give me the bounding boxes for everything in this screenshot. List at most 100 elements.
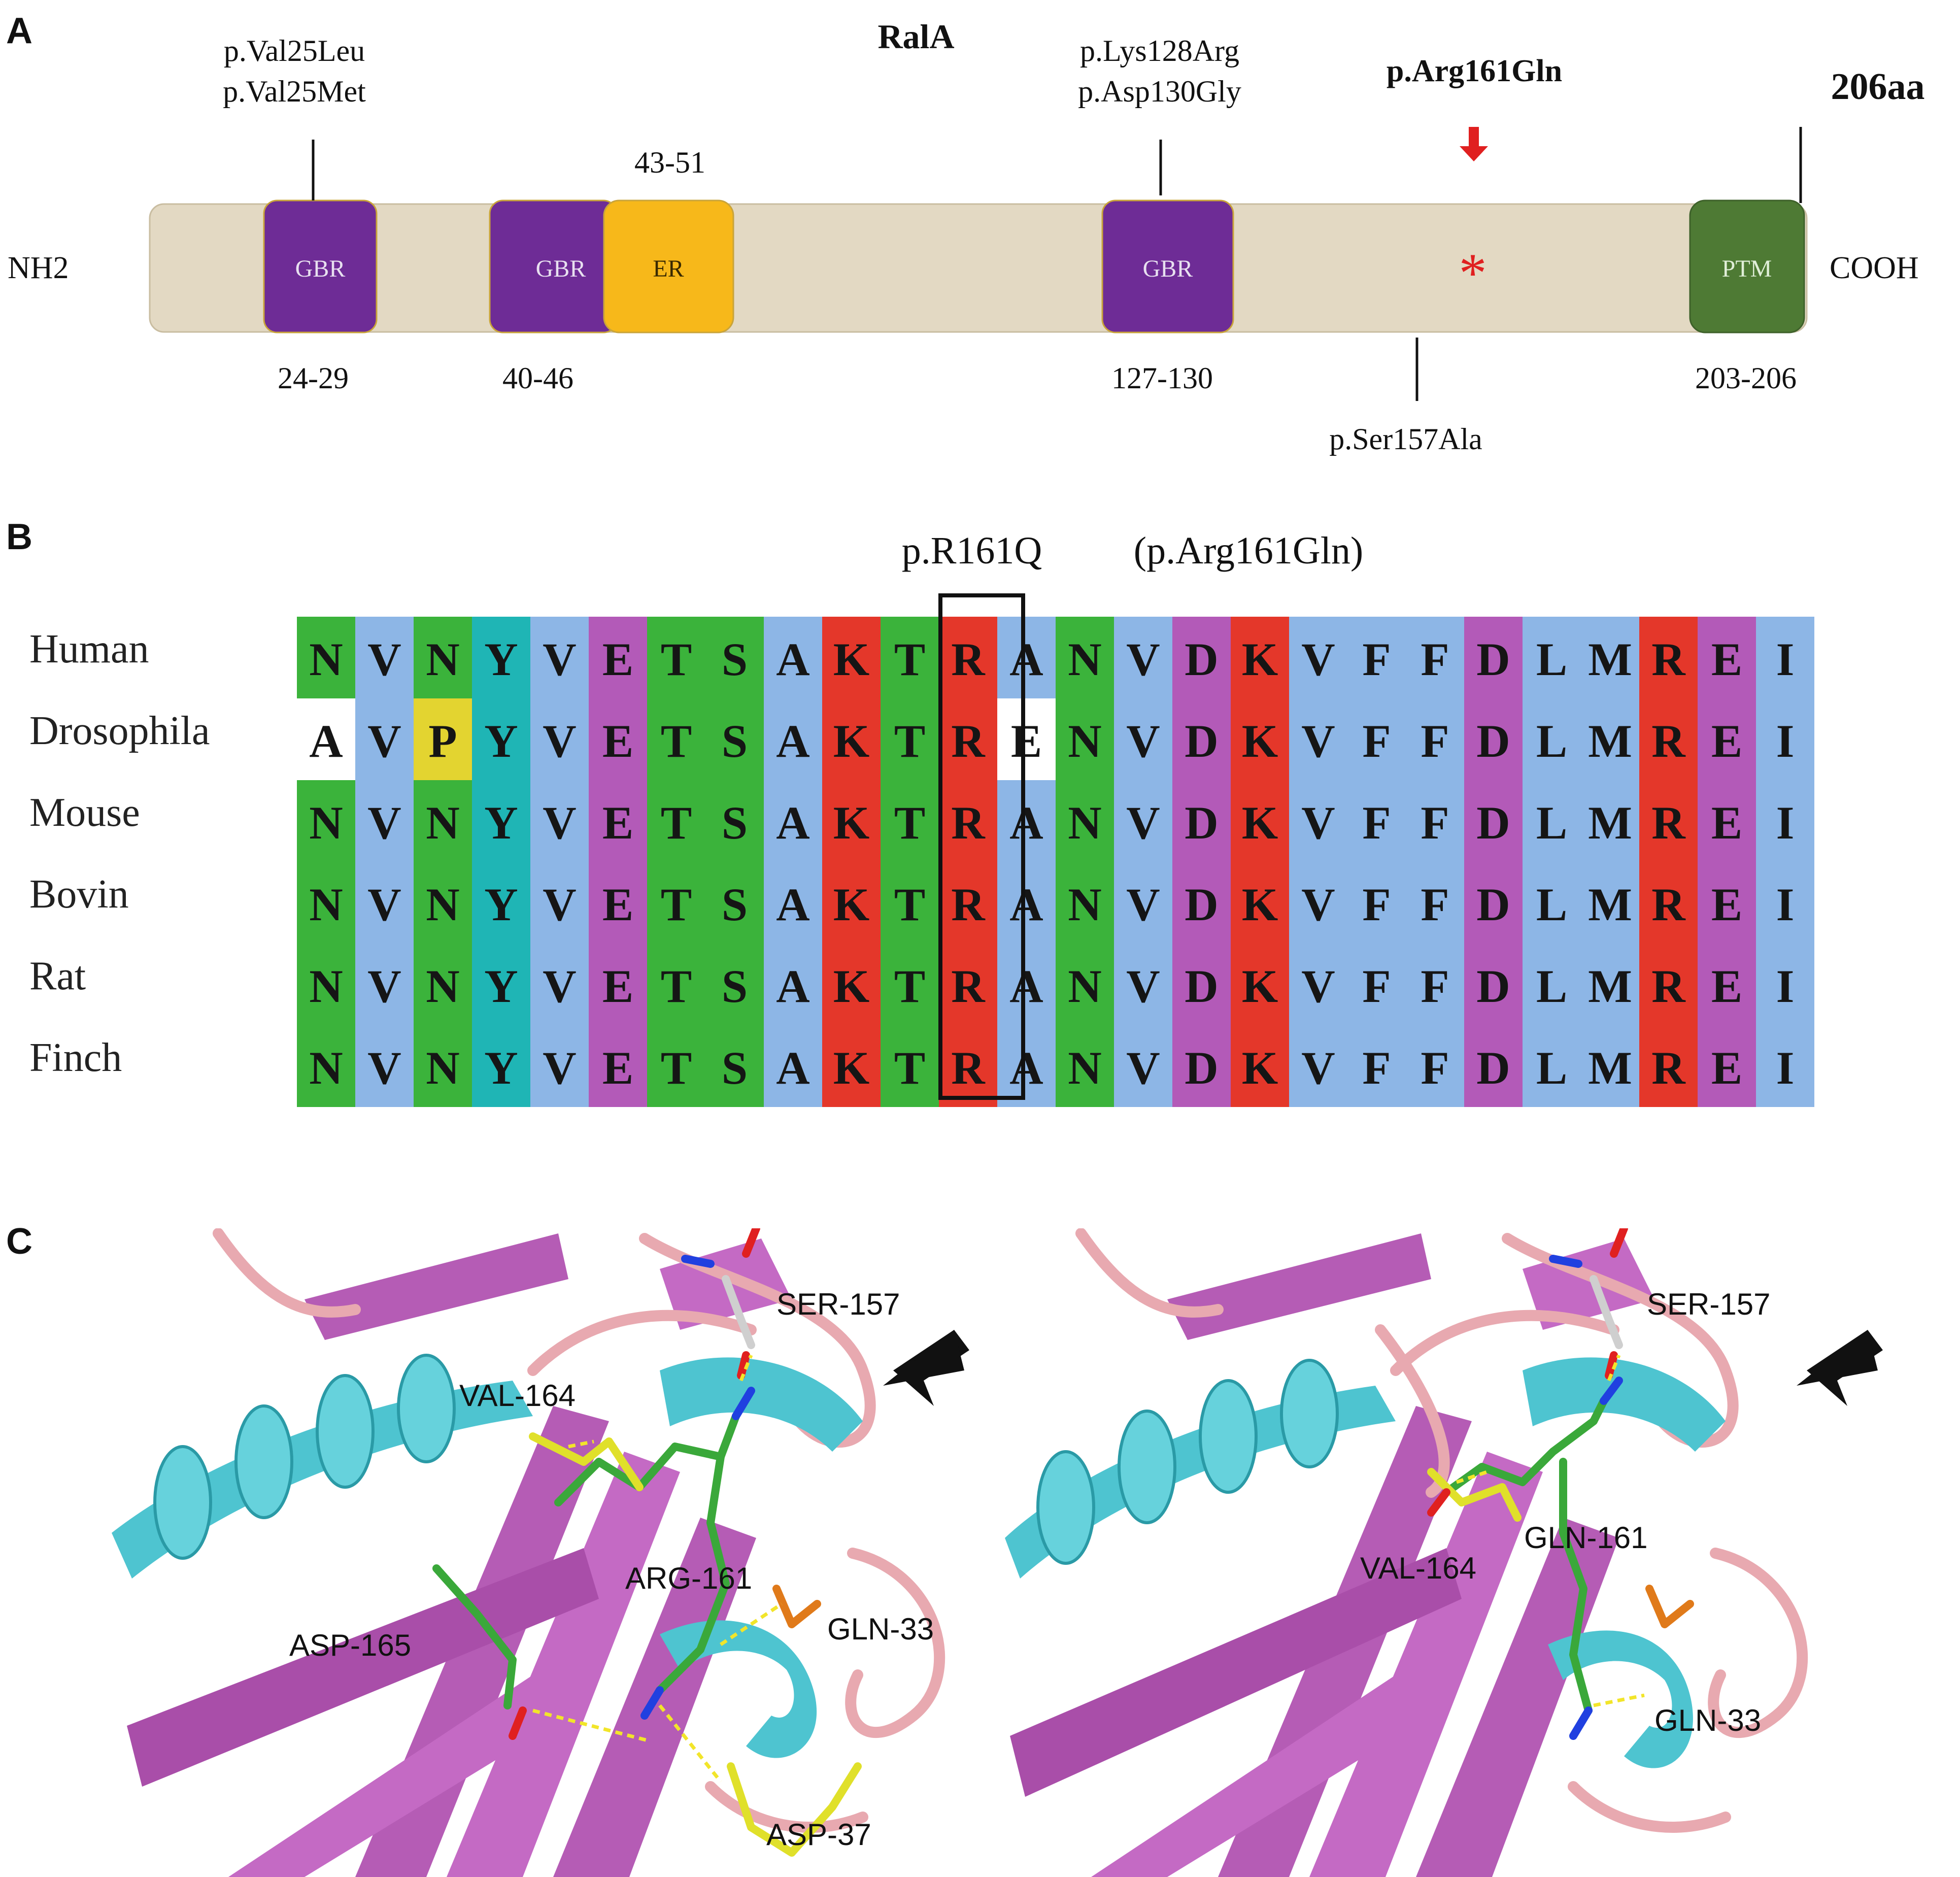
residue-letter: E [1711, 633, 1742, 685]
alignment-cell [1056, 780, 1114, 862]
residue-letter: T [661, 1042, 692, 1094]
residue-letter: M [1588, 1042, 1632, 1094]
alignment-cell [414, 862, 472, 944]
residue-letter: M [1588, 960, 1632, 1012]
alignment-cell [1698, 698, 1756, 780]
alignment-cell [822, 862, 881, 944]
alignment-cell [1464, 698, 1523, 780]
alignment-cell [1756, 944, 1814, 1025]
residue-letter: E [1711, 715, 1742, 767]
residue-letter: T [894, 960, 925, 1012]
alignment-cell [1464, 617, 1523, 698]
residue-letter: N [426, 1042, 459, 1094]
alignment-cell [530, 862, 589, 944]
alignment-cell [1581, 1025, 1639, 1107]
residue-letter: T [661, 715, 692, 767]
structure-left [112, 1228, 969, 1877]
residue-letter: L [1536, 879, 1567, 930]
residue-letter: N [1068, 633, 1101, 685]
residue-letter: Y [484, 797, 518, 849]
alignment-cell [1756, 1025, 1814, 1107]
residue-letter: V [1301, 879, 1335, 930]
alignment-cell [1581, 944, 1639, 1025]
residue-letter: K [1242, 1042, 1278, 1094]
residue-letter: V [367, 633, 401, 685]
alignment-cell [1231, 1025, 1289, 1107]
residue-letter: V [1126, 1042, 1160, 1094]
residue-letter: T [661, 797, 692, 849]
residue-letter: Y [484, 960, 518, 1012]
residue-letter: V [543, 1042, 576, 1094]
alignment-cell [939, 944, 997, 1025]
residue-letter: F [1362, 960, 1391, 1012]
alignment-cell [472, 1025, 530, 1107]
residue-letter: A [1009, 879, 1043, 930]
alignment-cell [1347, 617, 1406, 698]
alignment-cell [881, 617, 939, 698]
residue-letter: F [1362, 715, 1391, 767]
alignment-cell [1464, 944, 1523, 1025]
alignment-cell [1639, 862, 1698, 944]
alignment-cell [822, 617, 881, 698]
residue-letter: E [1711, 1042, 1742, 1094]
alignment-cell [705, 862, 764, 944]
alignment-cell [881, 1025, 939, 1107]
alignment-cell [822, 780, 881, 862]
species-mouse: Mouse [29, 790, 140, 835]
residue-letter: K [833, 879, 870, 930]
alignment-cell [1289, 617, 1347, 698]
alignment-cell [1698, 617, 1756, 698]
domain-gbr-24-29 [263, 199, 378, 333]
residue-letter: V [367, 879, 401, 930]
residue-letter: N [1068, 1042, 1101, 1094]
residue-letter: N [1068, 715, 1101, 767]
residue-letter: T [894, 633, 925, 685]
alignment-cell [297, 1025, 355, 1107]
residue-letter: V [1301, 633, 1335, 685]
side-chains-right [1427, 1228, 1694, 1740]
residue-letter: V [1126, 960, 1160, 1012]
residue-letter: T [894, 879, 925, 930]
alignment-mutation-short: p.R161Q [902, 529, 1042, 572]
residue-letter: S [722, 715, 748, 767]
residue-letter: E [602, 633, 633, 685]
residue-letter: L [1536, 715, 1567, 767]
alignment-cell [472, 617, 530, 698]
residue-letter: D [1185, 633, 1218, 685]
alignment-cell [647, 944, 705, 1025]
residue-letter: N [426, 797, 459, 849]
alignment-cell [1231, 862, 1289, 944]
residue-letter: A [1009, 960, 1043, 1012]
residue-letter: Y [484, 879, 518, 930]
residue-letter: N [426, 633, 459, 685]
residue-letter: N [1068, 879, 1101, 930]
alignment-cell [355, 780, 414, 862]
residue-letter: V [1301, 715, 1335, 767]
alignment-cell [1231, 617, 1289, 698]
species-bovin: Bovin [29, 872, 129, 917]
residue-letter: S [722, 1042, 748, 1094]
range-24-29: 24-29 [278, 361, 349, 395]
alignment-cell [530, 780, 589, 862]
residue-letter: E [1711, 879, 1742, 930]
protein-backbone [149, 203, 1808, 333]
residue-letter: I [1776, 797, 1795, 849]
residue-letter: S [722, 797, 748, 849]
side-chains-left [432, 1228, 862, 1857]
mutation-asterisk: * [1459, 242, 1487, 304]
alignment-cell [1056, 862, 1114, 944]
label-gln161-right: GLN-161 [1524, 1521, 1647, 1555]
alignment-cell [1114, 944, 1172, 1025]
label-gln33-right: GLN-33 [1654, 1703, 1761, 1737]
residue-letter: E [1711, 797, 1742, 849]
alignment-cell [589, 944, 647, 1025]
alignment-cell [939, 1025, 997, 1107]
residue-letter: N [309, 1042, 343, 1094]
alignment-cell [1406, 944, 1464, 1025]
alignment-cell [997, 617, 1056, 698]
residue-letter: S [722, 633, 748, 685]
panel-c: C [6, 1221, 1883, 1877]
alignment-cell [705, 780, 764, 862]
alignment-cell [1056, 698, 1114, 780]
domain-gbr-127-130 [1101, 199, 1234, 333]
